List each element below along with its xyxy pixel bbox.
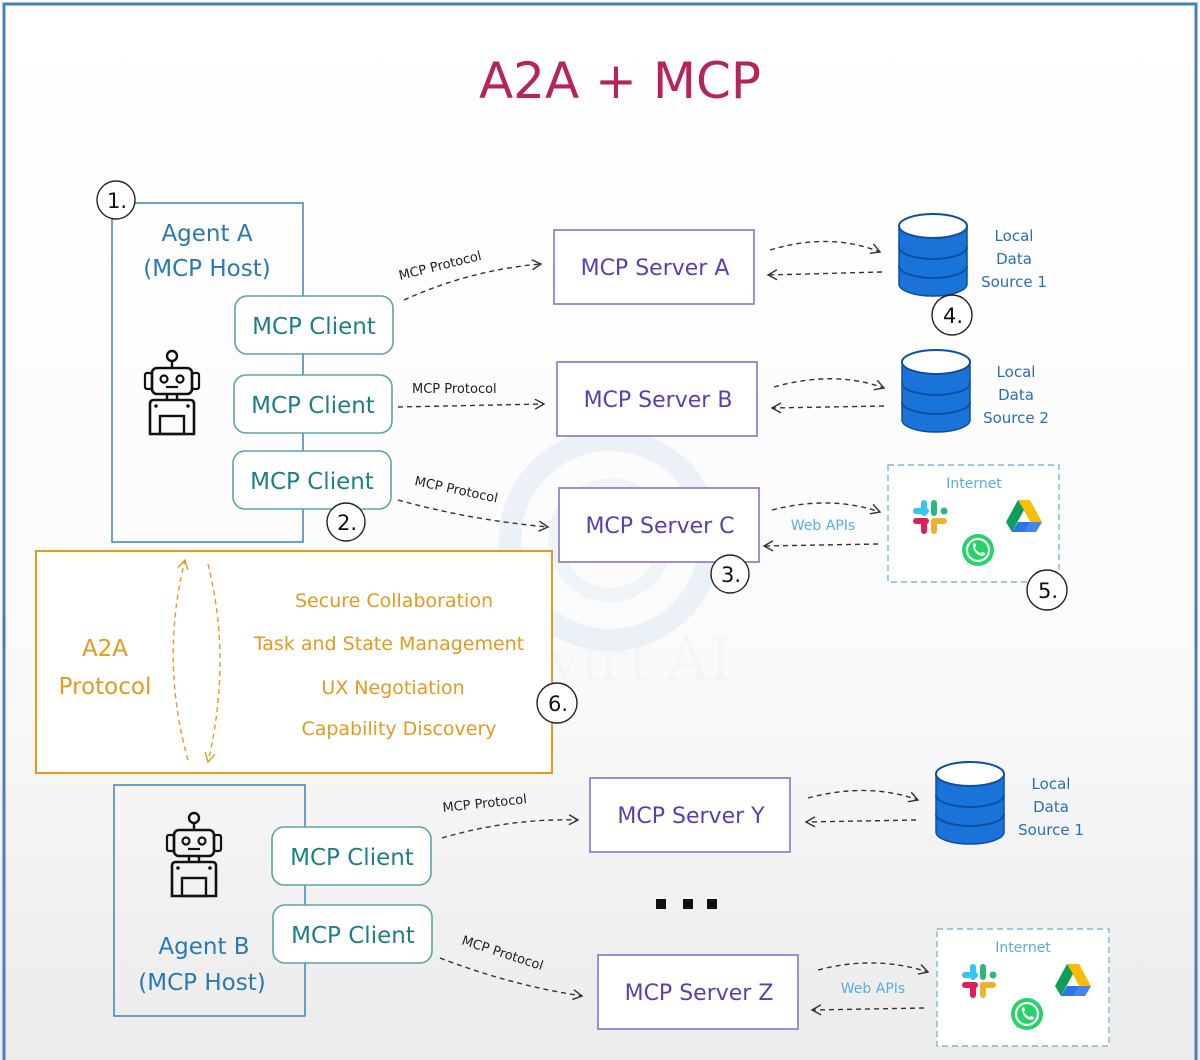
internet-label: Internet xyxy=(946,476,1002,492)
web-arrow-c-out xyxy=(771,502,882,515)
client-label: MCP Client xyxy=(250,469,374,495)
agent-b-name: Agent B xyxy=(158,934,249,960)
client-label: MCP Client xyxy=(251,393,375,419)
client-label: MCP Client xyxy=(290,845,414,871)
mcp-server-b[interactable]: MCP Server B xyxy=(556,361,758,437)
web-arrow-z-out xyxy=(817,962,930,975)
data-arrow-a-out xyxy=(769,240,882,254)
data-source-1-line2: Data xyxy=(996,250,1032,268)
agent-b-client-1[interactable]: MCP Client xyxy=(271,826,432,886)
step-3-marker: 3. xyxy=(710,554,750,594)
server-label: MCP Server A xyxy=(581,256,730,281)
protocol-arrow-a xyxy=(403,259,543,301)
web-apis-label: Web APIs xyxy=(841,981,905,997)
data-arrow-b-in xyxy=(770,402,885,414)
data-arrow-b-out xyxy=(773,378,886,391)
data-source-2-line3: Source 2 xyxy=(983,409,1049,427)
whatsapp-icon xyxy=(1009,996,1045,1032)
data-source-2-line1: Local xyxy=(997,363,1036,381)
mcp-server-y[interactable]: MCP Server Y xyxy=(589,777,791,853)
a2a-arrow-up xyxy=(172,558,189,761)
more-servers-ellipsis xyxy=(656,899,717,909)
agent-a-name: Agent A xyxy=(161,221,252,247)
a2a-arrow-down xyxy=(204,563,221,764)
a2a-label-line1: A2A xyxy=(82,636,128,662)
database-icon xyxy=(898,213,968,297)
internet-box-a[interactable]: Internet xyxy=(887,464,1060,583)
data-source-1-line3: Source 1 xyxy=(981,273,1047,291)
client-label: MCP Client xyxy=(252,314,376,340)
step-1-label: 1. xyxy=(107,189,127,213)
agent-a-role: (MCP Host) xyxy=(143,256,270,282)
whatsapp-icon xyxy=(960,532,996,568)
step-6-marker: 6. xyxy=(536,682,578,724)
data-source-y-line1: Local xyxy=(1032,775,1071,793)
a2a-feature-task-state-management: Task and State Management xyxy=(253,633,524,655)
web-arrow-z-in xyxy=(810,1004,925,1016)
a2a-protocol-box[interactable] xyxy=(35,550,553,774)
a2a-feature-ux-negotiation: UX Negotiation xyxy=(321,677,464,699)
step-4-marker: 4. xyxy=(931,294,973,336)
server-label: MCP Server Y xyxy=(617,804,765,829)
client-label: MCP Client xyxy=(291,923,415,949)
agent-b-client-2[interactable]: MCP Client xyxy=(272,904,433,964)
data-source-1-line1: Local xyxy=(995,227,1034,245)
step-6-label: 6. xyxy=(548,692,568,716)
agent-a-client-2[interactable]: MCP Client xyxy=(233,374,393,434)
web-apis-label: Web APIs xyxy=(791,518,855,534)
server-label: MCP Server B xyxy=(584,388,733,413)
agent-b-role: (MCP Host) xyxy=(138,970,265,996)
step-5-label: 5. xyxy=(1038,579,1058,603)
step-2-label: 2. xyxy=(337,511,357,535)
protocol-arrow-z xyxy=(439,957,584,1001)
a2a-feature-secure-collaboration: Secure Collaboration xyxy=(295,590,493,612)
web-arrow-c-in xyxy=(762,540,879,552)
mcp-server-z[interactable]: MCP Server Z xyxy=(597,954,799,1030)
agent-a-client-1[interactable]: MCP Client xyxy=(234,295,394,355)
a2a-label-line2: Protocol xyxy=(59,674,152,700)
data-source-2-line2: Data xyxy=(998,386,1034,404)
agent-a-client-3[interactable]: MCP Client xyxy=(232,450,392,510)
internet-label: Internet xyxy=(995,940,1051,956)
step-4-label: 4. xyxy=(943,304,963,328)
page-title: A2A + MCP xyxy=(479,52,761,110)
a2a-feature-capability-discovery: Capability Discovery xyxy=(301,718,496,740)
agent-b-box[interactable] xyxy=(113,784,306,1017)
data-arrow-y-out xyxy=(807,789,920,803)
step-5-marker: 5. xyxy=(1026,569,1068,611)
mcp-server-a[interactable]: MCP Server A xyxy=(553,229,755,305)
data-source-y-line3: Source 1 xyxy=(1018,821,1084,839)
internet-box-z[interactable]: Internet xyxy=(936,928,1110,1047)
step-1-marker: 1. xyxy=(96,180,136,220)
agent-a-box[interactable] xyxy=(111,202,304,543)
server-label: MCP Server Z xyxy=(625,981,774,1006)
protocol-arrow-b xyxy=(397,398,546,410)
data-arrow-y-in xyxy=(804,816,917,828)
mcp-server-c[interactable]: MCP Server C xyxy=(558,487,760,563)
database-icon xyxy=(901,349,971,433)
database-icon xyxy=(935,761,1005,845)
step-3-label: 3. xyxy=(721,563,741,587)
protocol-arrow-c xyxy=(397,499,550,532)
step-2-marker: 2. xyxy=(326,502,366,542)
protocol-label-b: MCP Protocol xyxy=(412,382,497,397)
data-source-y-line2: Data xyxy=(1033,798,1069,816)
server-label: MCP Server C xyxy=(585,514,734,539)
data-arrow-a-in xyxy=(766,269,883,281)
